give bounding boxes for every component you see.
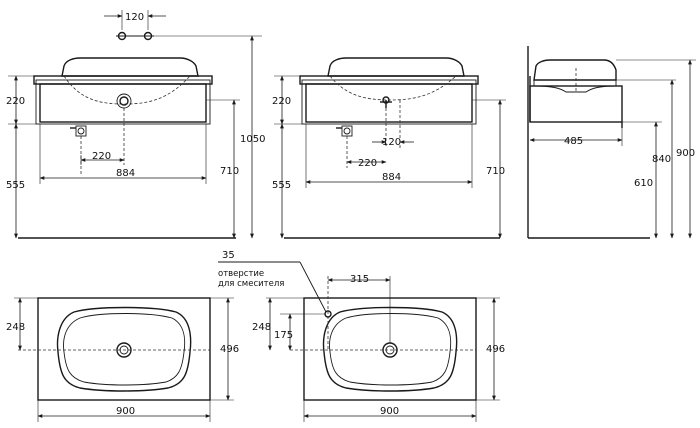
dim-half-depth: 248: [252, 322, 271, 333]
basin-profile: [533, 59, 617, 81]
dim-width: 900: [380, 406, 399, 417]
dim-width: 900: [116, 406, 135, 417]
basin-top-outline: [322, 306, 458, 392]
dim-counter-height: 220: [272, 96, 291, 107]
dim-floor-to-cabinet: 555: [6, 180, 25, 191]
dim-depth: 485: [564, 136, 583, 147]
dim-height-610: 610: [634, 178, 653, 189]
dim-floor-to-cabinet: 555: [272, 180, 291, 191]
dim-total-height: 1050: [240, 134, 265, 145]
dim-tap-spacing: 120: [125, 12, 144, 23]
dim-hole-diameter: 35: [222, 250, 235, 261]
dim-height-900: 900: [676, 148, 695, 159]
dim-cabinet-width: 884: [382, 172, 401, 183]
annotation-line1: отверстие: [218, 269, 264, 279]
dim-depth: 496: [220, 344, 239, 355]
dim-counter-height: 220: [6, 96, 25, 107]
dim-drain-offset: 220: [358, 158, 377, 169]
dim-half-depth: 248: [6, 322, 25, 333]
basin-top-outline: [56, 306, 192, 392]
dim-hole-depth: 175: [274, 330, 293, 341]
side-cabinet: [529, 85, 623, 123]
dim-depth: 496: [486, 344, 505, 355]
counter-top-outline: [37, 297, 211, 401]
dim-cabinet-width: 884: [116, 168, 135, 179]
dim-floor-to-top: 710: [220, 166, 239, 177]
side-view: 485 610 840 900: [527, 46, 696, 239]
cabinet-drawer: [305, 83, 473, 123]
top-view-left: 248 496 900: [6, 297, 239, 422]
drain-icon: [119, 96, 129, 106]
cabinet-drawer: [39, 83, 207, 123]
annotation-line2: для смесителя: [218, 279, 284, 289]
dim-hole-offset: 315: [350, 274, 369, 285]
front-view-left: 120 220 555 220 884 710 1050: [6, 10, 265, 239]
dim-height-840: 840: [652, 154, 671, 165]
front-view-right: 220 555 120 220 884 710: [272, 57, 506, 239]
dim-drain-offset: 220: [92, 151, 111, 162]
tap-icon: [382, 96, 390, 104]
dim-floor-to-top: 710: [486, 166, 505, 177]
basin-outline: [61, 57, 199, 77]
dim-drain-spacing: 120: [382, 137, 401, 148]
basin-outline: [327, 57, 465, 77]
top-view-right: 315 35 отверстие для смесителя 248 175 4…: [218, 250, 505, 422]
